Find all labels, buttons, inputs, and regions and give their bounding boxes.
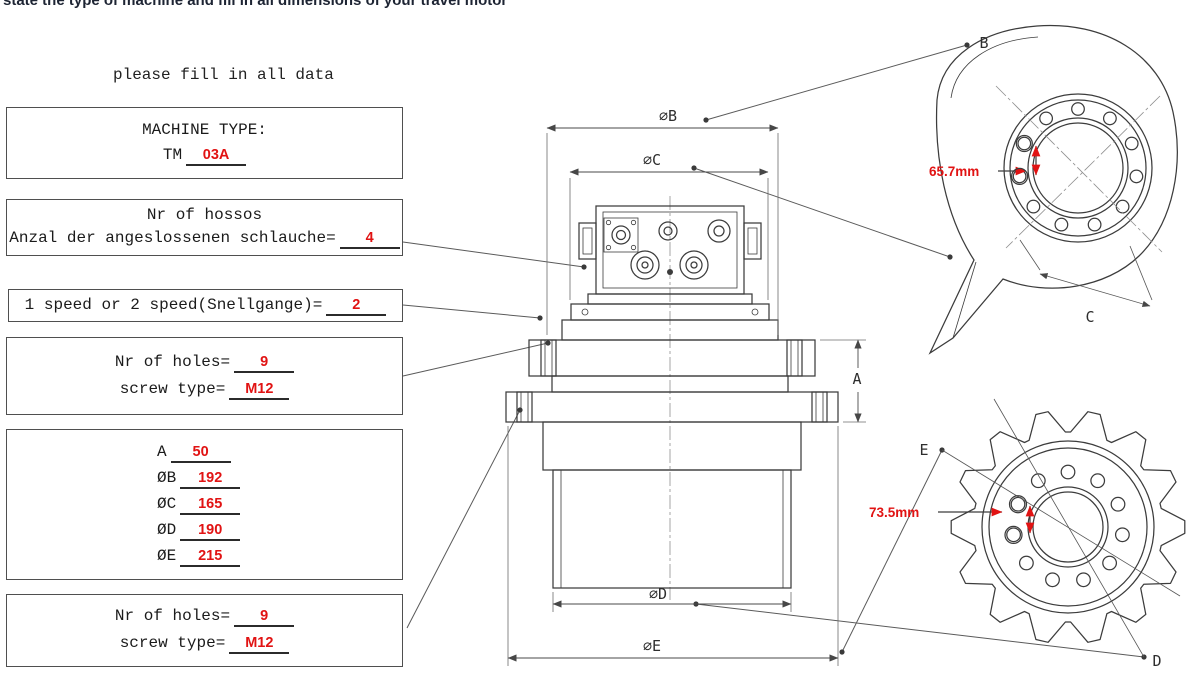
speed-label: 1 speed or 2 speed(Snellgange)= [24, 295, 323, 314]
hoses-line1: Nr of hossos [146, 206, 263, 224]
holes-top-value: 9 [234, 354, 295, 373]
sprocket-bolt-holes [1006, 464, 1130, 588]
screw-top-label: screw type= [119, 379, 226, 398]
hoses-label: Anzal der angeslossenen schlauche= [9, 229, 336, 247]
dim-label-phiD: ∅D [649, 585, 667, 603]
clipped-header-text: state the type of machine and fill in al… [3, 0, 508, 9]
hoses-box: Nr of hossos Anzal der angeslossenen sch… [6, 199, 403, 256]
speed-box: 1 speed or 2 speed(Snellgange)=2 [8, 289, 403, 322]
hoses-value: 4 [339, 230, 400, 249]
leader-lines [402, 42, 1147, 660]
dim-label-phiC: ∅C [643, 151, 661, 169]
final-drive-front-view [505, 196, 839, 600]
dim-label-A: A [852, 370, 861, 388]
screw-top-value: M12 [229, 381, 290, 400]
speed-value: 2 [326, 297, 387, 316]
holes-top-label: Nr of holes= [114, 352, 231, 371]
dim-label-phiB: ∅B [659, 107, 677, 125]
holes-bottom-label: Nr of holes= [114, 607, 231, 625]
dim-label-phiE: ∅E [643, 637, 661, 655]
holes-top-box: Nr of holes=9 screw type=M12 [6, 337, 403, 415]
sprocket-view: E D 73.5mm [869, 398, 1186, 670]
machine-type-value: 03A [186, 147, 247, 166]
dim-label-D: D [1152, 652, 1161, 670]
dim-label-C: C [1085, 308, 1094, 326]
dim-label-B: B [979, 34, 988, 52]
screw-bottom-label: screw type= [119, 634, 226, 652]
machine-type-prefix: TM [162, 145, 183, 164]
dimension-lines: ∅B ∅C ∅D ∅E A [507, 107, 866, 666]
screw-bottom-value: M12 [229, 635, 290, 654]
dim-label-E: E [919, 441, 928, 459]
machine-type-title: MACHINE TYPE: [142, 120, 267, 139]
sprocket-pitch-label: 73.5mm [869, 505, 919, 520]
holes-bottom-value: 9 [234, 608, 295, 627]
hub-pitch-label: 65.7mm [929, 164, 979, 179]
holes-bottom-box: Nr of holes=9 screw type=M12 [6, 594, 403, 667]
fill-instruction: please fill in all data [113, 66, 334, 84]
track-frame-hub-view: C B 65.7mm [928, 24, 1178, 355]
sprocket-teeth [950, 411, 1186, 643]
